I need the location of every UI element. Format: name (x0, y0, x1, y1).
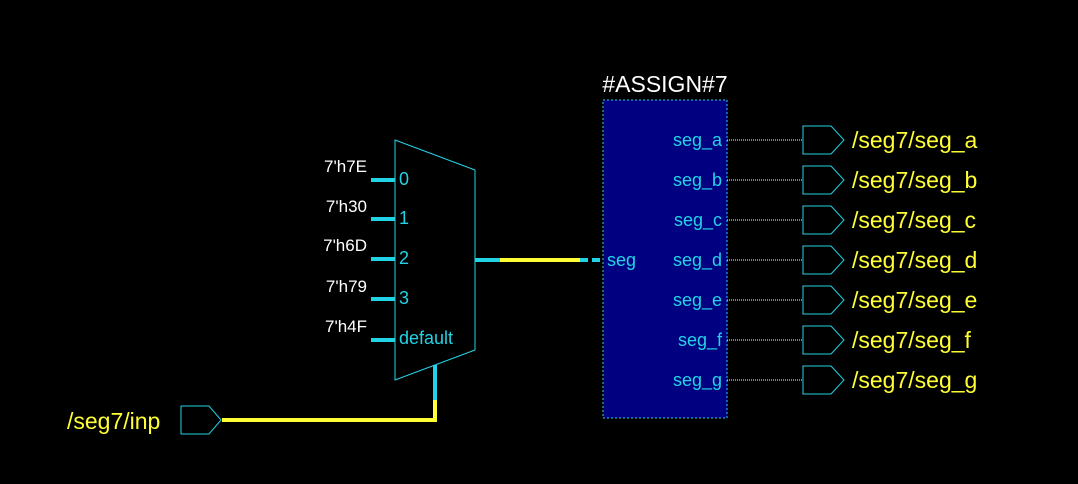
mux-input-value: 7'h6D (323, 236, 367, 255)
mux-input-4[interactable]: 7'h4F default (325, 317, 453, 348)
block-output-port-label: seg_e (673, 290, 722, 311)
select-wire[interactable] (222, 365, 437, 422)
output-port-arrow-icon (802, 245, 845, 275)
mux-input-sel: 3 (399, 288, 409, 308)
block-output-port-label: seg_d (673, 250, 722, 271)
block-output-port-label: seg_b (673, 170, 722, 191)
assign-block[interactable]: #ASSIGN#7 seg seg_a seg_b seg_c seg_d se… (602, 71, 728, 419)
mux-input-value: 7'h4F (325, 317, 367, 336)
mux-input-sel: default (399, 328, 453, 348)
input-port-label: /seg7/inp (67, 408, 160, 434)
output-port-label: /seg7/seg_g (852, 367, 977, 393)
mux-input-value: 7'h7E (324, 157, 367, 176)
mux-input-sel: 0 (399, 169, 409, 189)
mux-input-3[interactable]: 7'h79 3 (326, 277, 409, 308)
block-output-port-label: seg_f (678, 330, 723, 351)
output-port-arrow-icon (802, 125, 845, 155)
output-port-arrow-icon (802, 325, 845, 355)
output-port-arrow-icon (802, 165, 845, 195)
mux-input-2[interactable]: 7'h6D 2 (323, 236, 409, 268)
input-port[interactable]: /seg7/inp (67, 405, 222, 435)
output-port-label: /seg7/seg_e (852, 287, 977, 313)
mux-input-sel: 1 (399, 208, 409, 228)
block-input-port-label: seg (607, 250, 636, 270)
mux-input-sel: 2 (399, 248, 409, 268)
output-port-seg-g[interactable]: /seg7/seg_g (727, 365, 977, 395)
block-output-port-label: seg_a (673, 130, 723, 151)
block-output-port-label: seg_g (673, 370, 722, 391)
output-port-arrow-icon (802, 285, 845, 315)
output-port-label: /seg7/seg_f (852, 327, 972, 353)
output-port-label: /seg7/seg_b (852, 167, 977, 193)
mux-input-value: 7'h79 (326, 277, 367, 296)
output-port-label: /seg7/seg_a (852, 127, 978, 153)
output-port-arrow-icon (802, 205, 845, 235)
output-port-seg-b[interactable]: /seg7/seg_b (727, 165, 977, 195)
input-port-arrow-icon (180, 405, 222, 435)
output-port-seg-f[interactable]: /seg7/seg_f (727, 325, 972, 355)
mux-inputs: 7'h7E 0 7'h30 1 7'h6D 2 7'h79 3 7'h4F de… (323, 157, 453, 348)
block-title: #ASSIGN#7 (602, 71, 727, 97)
block-output-port-label: seg_c (674, 210, 722, 231)
output-port-label: /seg7/seg_d (852, 247, 977, 273)
output-port-seg-c[interactable]: /seg7/seg_c (727, 205, 976, 235)
mux-input-0[interactable]: 7'h7E 0 (324, 157, 409, 189)
output-port-seg-d[interactable]: /seg7/seg_d (727, 245, 977, 275)
output-port-seg-e[interactable]: /seg7/seg_e (727, 285, 977, 315)
output-port-seg-a[interactable]: /seg7/seg_a (727, 125, 978, 155)
block-body (602, 99, 728, 419)
mux-input-1[interactable]: 7'h30 1 (326, 197, 409, 228)
output-port-label: /seg7/seg_c (852, 207, 976, 233)
output-port-arrow-icon (802, 365, 845, 395)
mux-input-value: 7'h30 (326, 197, 367, 216)
